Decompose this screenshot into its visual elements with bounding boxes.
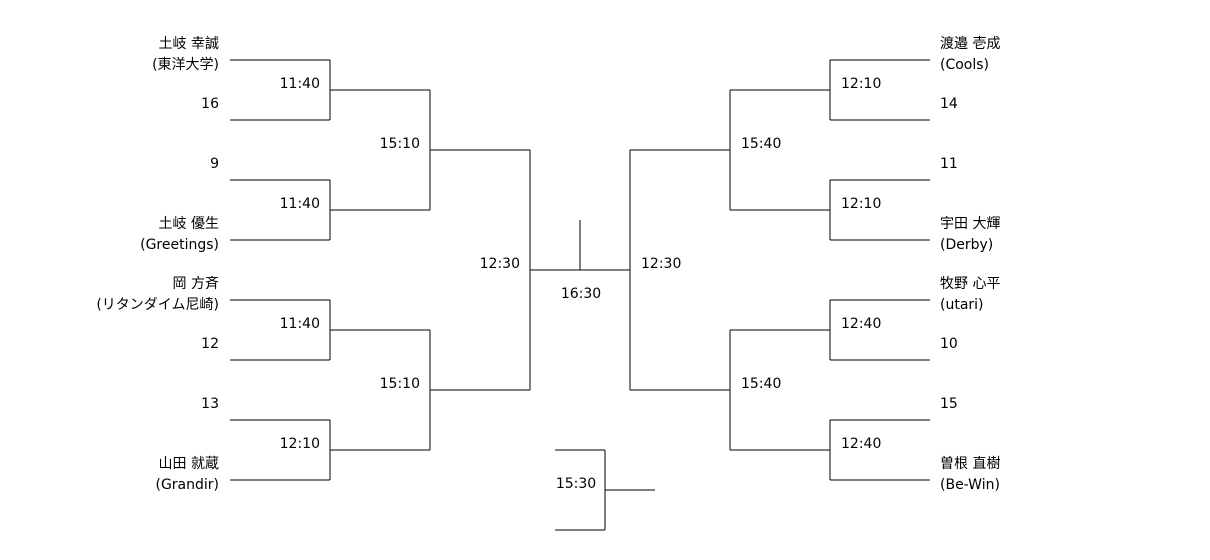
left-r1-match-1-time: 11:40 [280,76,320,92]
left-entrant-5-team: (リタンダイム尼崎) [96,297,219,313]
right-r2-match-2-time: 15:40 [741,376,781,392]
right-r1-match-4-time: 12:40 [841,436,881,452]
third-place-time: 15:30 [556,476,596,492]
left-entrant-7-name: 13 [201,396,219,412]
left-entrant-4-name: 土岐 優生 [159,216,219,232]
left-r1-match-2-time: 11:40 [280,196,320,212]
left-entrant-5-name: 岡 方斉 [173,276,219,292]
right-entrant-8-team: (Be-Win) [940,477,1000,493]
left-entrant-6-name: 12 [201,336,219,352]
left-entrant-2-name: 16 [201,96,219,112]
right-r1-match-3-time: 12:40 [841,316,881,332]
final-lines [530,220,630,271]
left-entrant-8-name: 山田 就蔵 [159,456,219,472]
left-r1-match-4-time: 12:10 [280,436,320,452]
left-semifinal-time: 12:30 [480,256,520,272]
left-r1-match-3-time: 11:40 [280,316,320,332]
left-entrants: 土岐 幸誠 (東洋大学) 16 9 土岐 優生 (Greetings) 岡 方斉… [96,36,219,493]
left-entrant-1-team: (東洋大学) [152,57,219,73]
right-r1-match-1-time: 12:10 [841,76,881,92]
left-entrant-1-name: 土岐 幸誠 [159,36,219,52]
right-r1-match-2-time: 12:10 [841,196,881,212]
final-time: 16:30 [561,286,601,302]
right-entrant-5-name: 牧野 心平 [940,276,1000,292]
left-entrant-8-team: (Grandir) [155,477,219,493]
right-bracket-lines [629,59,930,481]
left-bracket-lines [230,59,531,481]
right-entrant-7-name: 15 [940,396,958,412]
match-times: 11:40 11:40 11:40 12:10 15:10 15:10 12:3… [280,76,882,492]
right-semifinal-time: 12:30 [641,256,681,272]
right-entrant-2-name: 14 [940,96,958,112]
right-r2-match-1-time: 15:40 [741,136,781,152]
right-entrant-1-name: 渡邉 壱成 [940,35,1000,52]
right-entrant-5-team: (utari) [940,297,984,313]
left-entrant-3-name: 9 [210,156,219,172]
right-entrants: 渡邉 壱成 (Cools) 14 11 宇田 大輝 (Derby) 牧野 心平 … [940,35,1000,493]
right-entrant-8-name: 曽根 直樹 [940,455,1000,472]
right-entrant-1-team: (Cools) [940,57,989,73]
third-place-lines [555,449,655,531]
left-entrant-4-team: (Greetings) [140,237,219,253]
right-entrant-6-name: 10 [940,336,958,352]
left-r2-match-2-time: 15:10 [380,376,420,392]
left-r2-match-1-time: 15:10 [380,136,420,152]
right-entrant-3-name: 11 [940,156,958,172]
right-entrant-4-name: 宇田 大輝 [940,216,1000,232]
right-entrant-4-team: (Derby) [940,237,993,253]
